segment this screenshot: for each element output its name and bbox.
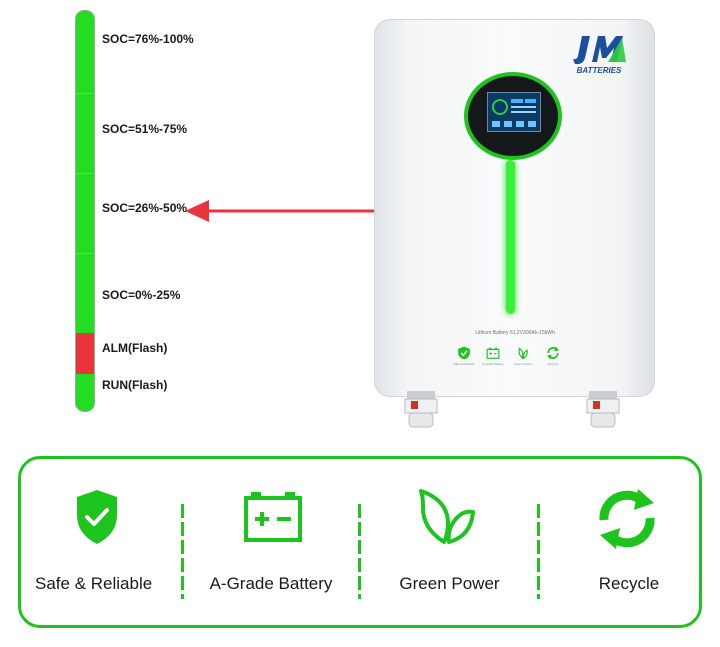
run-label: RUN(Flash) bbox=[102, 378, 168, 392]
terminal-connector-right bbox=[586, 391, 620, 428]
soc-label-76-100: SOC=76%-100% bbox=[102, 32, 194, 46]
mini-label-safe: Safe & Reliable bbox=[453, 362, 475, 366]
battery-model-text: Lithium Battery 51.2V300Ah-15kWh bbox=[475, 330, 555, 336]
mini-leaves-icon bbox=[518, 347, 528, 360]
soc-led-strip bbox=[506, 160, 515, 314]
soc-label-51-75: SOC=51%-75% bbox=[102, 122, 188, 136]
mini-battery-icon bbox=[486, 347, 500, 359]
feature-divider bbox=[181, 504, 184, 599]
feature-label-recycle: Recycle bbox=[598, 574, 660, 593]
feature-label-safe: Safe & Reliable bbox=[35, 574, 153, 593]
battery-icon bbox=[244, 492, 302, 542]
soc-divider bbox=[76, 93, 94, 94]
lcd-display[interactable] bbox=[487, 92, 541, 132]
mini-label-agrade: A-Grade Battery bbox=[482, 362, 504, 366]
mini-recycle-icon bbox=[547, 346, 559, 360]
recycle-icon bbox=[599, 489, 655, 549]
soc-label-26-50: SOC=26%-50% bbox=[102, 201, 188, 215]
soc-segment-76-100 bbox=[76, 11, 94, 93]
brand-logo: BATTERIES bbox=[573, 36, 626, 75]
feature-divider bbox=[358, 504, 361, 599]
soc-divider bbox=[76, 173, 94, 174]
leaves-icon bbox=[419, 489, 475, 544]
run-segment bbox=[76, 374, 94, 411]
soc-divider bbox=[76, 253, 94, 254]
alm-segment bbox=[76, 333, 94, 374]
shield-check-icon bbox=[77, 490, 117, 544]
alm-label: ALM(Flash) bbox=[102, 341, 168, 355]
terminal-connector-left bbox=[404, 391, 438, 428]
feature-label-green: Green Power bbox=[399, 574, 500, 593]
mini-label-green: Green Power bbox=[514, 362, 532, 366]
mini-shield-icon bbox=[458, 346, 470, 360]
soc-segment-26-50 bbox=[76, 174, 94, 253]
soc-segment-51-75 bbox=[76, 94, 94, 173]
svg-text:BATTERIES: BATTERIES bbox=[577, 66, 622, 75]
feature-label-agrade: A-Grade Battery bbox=[209, 574, 333, 593]
soc-indicator-bar bbox=[75, 10, 95, 412]
features-panel bbox=[18, 456, 702, 628]
soc-label-0-25: SOC=0%-25% bbox=[102, 288, 181, 302]
feature-divider bbox=[537, 504, 540, 599]
soc-segment-0-25 bbox=[76, 254, 94, 333]
mini-label-recycle: Recycle bbox=[547, 362, 559, 366]
